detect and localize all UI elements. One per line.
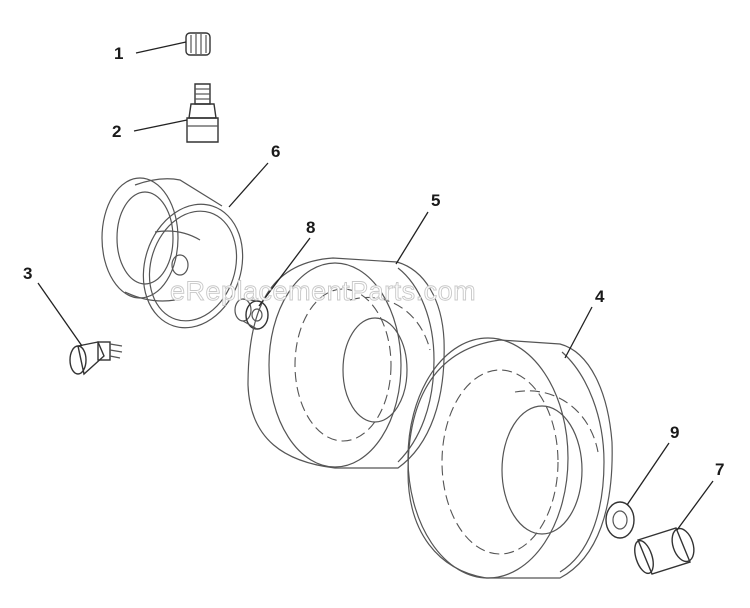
part-2-valve-stem: [186, 83, 219, 143]
part-3-lube-fitting: [69, 341, 123, 376]
part-5-tire: [247, 257, 445, 469]
part-1-valve-cap: [185, 32, 211, 56]
callout-labels: 1 2 3 4 5 6 7 8 9: [23, 44, 724, 479]
callout-9: 9: [670, 423, 679, 442]
callout-1: 1: [114, 44, 123, 63]
part-4-tire: [407, 337, 613, 579]
part-6-wheel-rim: [101, 177, 244, 329]
callout-8: 8: [306, 218, 315, 237]
callout-2: 2: [112, 122, 121, 141]
part-7-flange-bushing: [634, 527, 695, 575]
part-9-washer: [605, 501, 635, 539]
callout-5: 5: [431, 191, 440, 210]
watermark-text: eReplacementParts.com: [170, 276, 476, 306]
callout-4: 4: [595, 287, 605, 306]
part-8-bushing: [234, 298, 269, 330]
callout-7: 7: [715, 460, 724, 479]
leader-lines: [37, 41, 714, 531]
callout-6: 6: [271, 142, 280, 161]
callout-3: 3: [23, 264, 32, 283]
